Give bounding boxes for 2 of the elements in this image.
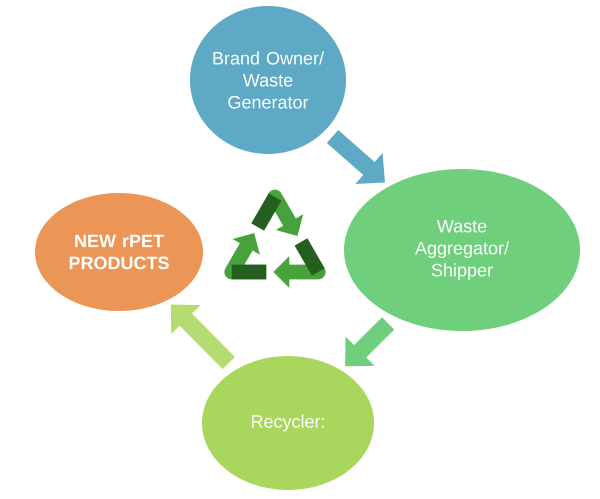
- block-arrow: [345, 317, 394, 366]
- block-arrow: [170, 304, 235, 370]
